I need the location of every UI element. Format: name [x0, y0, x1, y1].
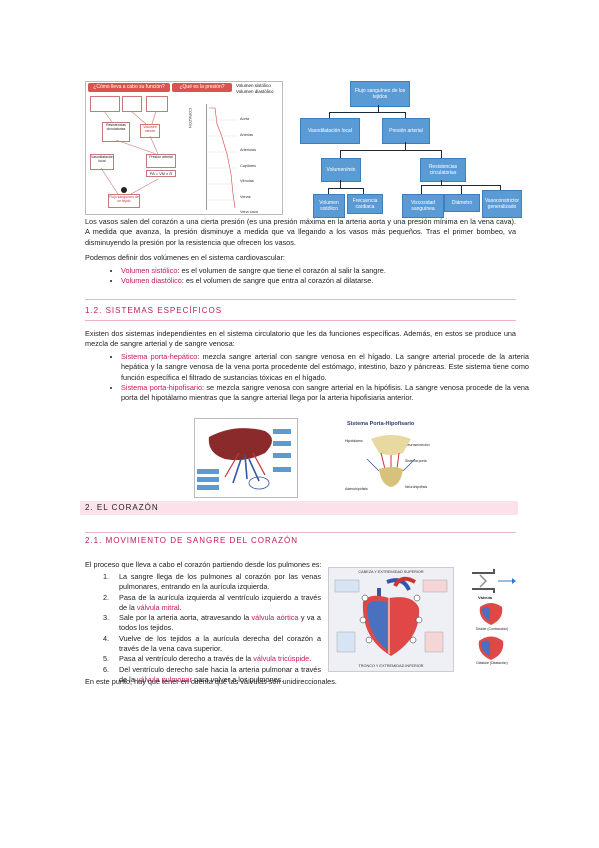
sec21-intro: El proceso que lleva a cabo el corazón p…	[85, 560, 322, 569]
vessel-aorta: Aorta	[240, 117, 250, 121]
pressure-curve	[207, 107, 237, 209]
heart-figure: CABEZA Y EXTREMIDAD SUPERIOR TRONCO Y EX…	[328, 567, 454, 672]
pressure-figure: ¿Cómo lleva a cabo su función? ¿Qué es l…	[85, 81, 283, 215]
hypophysis-figure: Sistema Porta-Hipofisario Hipotálamo Neu…	[340, 418, 444, 498]
fc-presion: Presión arterial	[382, 118, 430, 144]
hypo-label: Sistema porta	[405, 459, 427, 463]
liver-illustration	[197, 428, 291, 490]
fc-vasodilatacion: Vasodilatación local	[300, 118, 360, 144]
fc-frec: Frecuencia cardiaca	[347, 194, 383, 214]
rule-3	[85, 532, 516, 533]
valve-icon	[472, 569, 516, 593]
list-item: 1.La sangre llega de los pulmones al cor…	[103, 572, 321, 592]
fc-visc: Viscosidad sanguínea	[402, 194, 444, 218]
pressure-arrows	[100, 110, 159, 195]
heart-illustration	[334, 576, 448, 656]
list-item: 4.Vuelve de los tejidos a la aurícula de…	[103, 633, 321, 654]
vessel-vena-cava: Vena cava	[240, 210, 258, 214]
flow-box: Flujo sanguíneo de un tejido	[108, 194, 140, 208]
hypo-label: Neurosecreción	[405, 443, 430, 447]
vessel-venas: Venas	[240, 194, 251, 199]
corazon-label: CORAZÓN	[188, 108, 193, 128]
pressure-title: ¿Qué es la presión?	[172, 83, 232, 92]
hypo-title: Sistema Porta-Hipofisario	[347, 421, 415, 427]
hepatic-figure	[194, 418, 298, 498]
intro-paragraph-2: Podemos definir dos volúmenes en el sist…	[85, 253, 285, 262]
steps-list: 1.La sangre llega de los pulmones al cor…	[103, 572, 321, 685]
resist-box: Resistencias circulatorias	[102, 122, 130, 142]
heart-bottom-label: TRONCO Y EXTREMIDAD INFERIOR	[358, 664, 424, 668]
hypophysis-illustration	[366, 435, 416, 487]
section-2-band	[80, 501, 518, 515]
list-item: 5.Pasa al ventrículo derecho a través de…	[103, 654, 312, 664]
vessel-venulas: Vénulas	[240, 179, 254, 183]
volume-list: Volumen sistólico: es el volumen de sang…	[107, 266, 529, 287]
intro-paragraph-1: Los vasos salen del corazón a una cierta…	[85, 217, 516, 247]
vol-sistolico-label: Volumen sistólico	[236, 83, 271, 88]
section-2-1-heading: 2.1. MOVIMIENTO DE SANGRE DEL CORAZÓN	[85, 536, 299, 545]
sec21-closing: En este punto, hay que tener en cuenta q…	[85, 677, 337, 686]
rule-1	[85, 299, 516, 300]
list-item: 3.Sale por la arteria aorta, atravesando…	[103, 613, 321, 633]
how-title: ¿Cómo lleva a cabo su función?	[88, 83, 170, 92]
vm-box: Volumen minuto	[140, 124, 160, 138]
fc-volsist: Volumen sistólico	[313, 194, 345, 218]
vessel-capilares: Capilares	[240, 163, 257, 168]
vessel-arteriolas: Arteriolas	[240, 148, 257, 152]
vol-diastolico-label: Volumen diastólico	[236, 89, 274, 94]
formula: PA = VM x R	[146, 170, 176, 177]
fc-diam: Diámetro	[444, 194, 480, 212]
section-2-heading: 2. EL CORAZÓN	[85, 503, 159, 512]
list-item: Sistema porta-hipofisario: se mezcla san…	[121, 383, 529, 404]
list-item: 6.Del ventrículo derecho sale hacia la a…	[103, 664, 321, 684]
pa-box: Presión arterial	[146, 154, 176, 168]
list-item: Volumen diastólico: es el volumen de san…	[121, 276, 529, 286]
fc-volmin: Volumen/min	[321, 158, 361, 182]
heart-top-label: CABEZA Y EXTREMIDAD SUPERIOR	[358, 570, 424, 574]
list-item: Volumen sistólico: es el volumen de sang…	[121, 266, 529, 276]
sec12-list: Sistema porta-hepático: mezcla sangre ar…	[107, 352, 529, 403]
section-1-2-heading: 1.2. SISTEMAS ESPECÍFICOS	[85, 306, 223, 315]
hypo-label: Adenohipófisis	[345, 487, 368, 491]
fc-resist: Resistencias circulatorias	[420, 158, 466, 182]
fc-root: Flujo sanguíneo de los tejidos	[350, 81, 410, 107]
valve-figure: Válvula Sístole (Contracción) Diástole (…	[468, 567, 518, 670]
diastole-label: Diástole (Dilatación)	[476, 661, 508, 665]
vessel-arterias: Arterias	[240, 132, 254, 137]
sec12-paragraph: Existen dos sistemas independientes en e…	[85, 329, 516, 349]
fc-vasocon: Vasoconstrictor generalizado	[482, 190, 522, 218]
list-item: 2.Pasa de la aurícula izquierda al ventr…	[103, 592, 321, 612]
systole-label: Sístole (Contracción)	[475, 627, 509, 631]
diastole-heart-icon	[478, 636, 504, 660]
valve-label: Válvula	[478, 595, 493, 600]
hypo-label: Neurohipófisis	[405, 485, 428, 489]
list-item: Sistema porta-hepático: mezcla sangre ar…	[121, 352, 529, 383]
hypo-label: Hipotálamo	[345, 439, 363, 443]
rule-2	[85, 320, 516, 321]
systole-heart-icon	[479, 603, 503, 625]
